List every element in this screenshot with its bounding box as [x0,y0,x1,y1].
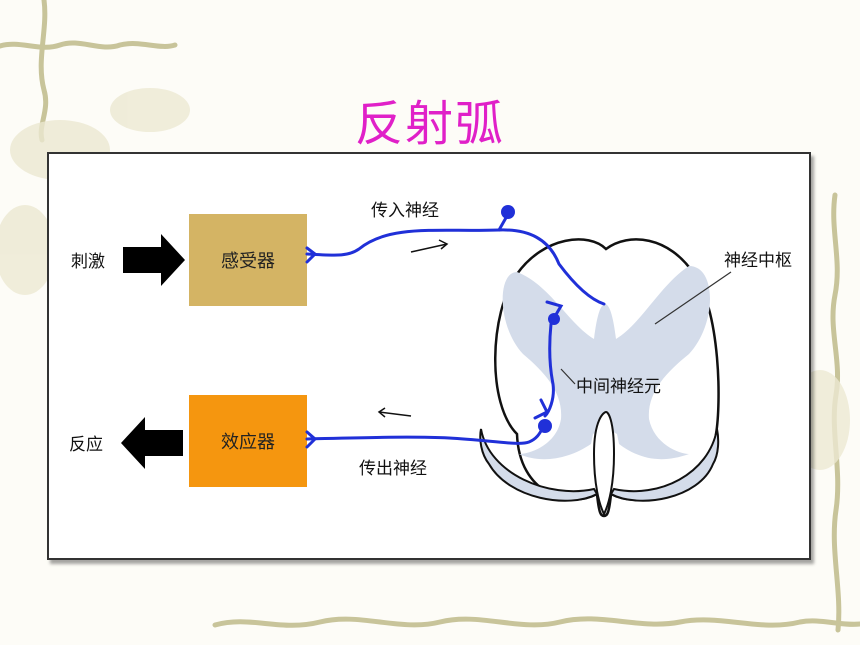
response-label: 反应 [69,435,103,455]
direction-arrows [377,239,449,418]
effector-label: 效应器 [221,432,275,453]
stimulus-arrow-icon [123,234,185,286]
neuron-cell-bodies [501,205,560,433]
effector-box [189,395,307,487]
nerve-pathway [305,214,606,449]
reflex-arc-diagram: 刺激 感受器 效应器 反应 [69,201,792,518]
response-arrow-icon [121,417,183,469]
afferent-nerve-label: 传入神经 [371,201,439,221]
nerve-center-label: 神经中枢 [724,251,792,271]
page-title: 反射弧 [354,96,505,152]
callout-lines [560,271,732,385]
efferent-nerve-label: 传出神经 [359,459,427,479]
interneuron-label: 中间神经元 [576,377,661,397]
reflex-arc-diagram-frame: 刺激 感受器 效应器 反应 [47,152,811,560]
receptor-box [189,214,307,306]
stimulus-label: 刺激 [71,252,105,272]
receptor-label: 感受器 [221,251,275,272]
